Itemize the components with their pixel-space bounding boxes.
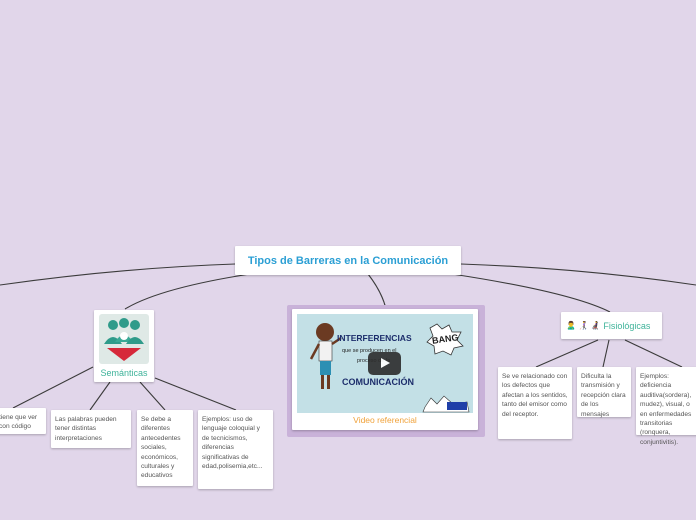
- thumb-sub: que se producen en el: [342, 348, 397, 354]
- play-button-icon[interactable]: [368, 352, 401, 375]
- fisiologicas-note-3-text: Ejemplos: deficiencia auditiva(sordera),…: [640, 373, 692, 446]
- semanticas-topic[interactable]: Semánticas: [94, 310, 154, 382]
- link-fis-note2: [602, 339, 610, 368]
- link-sem-note4: [154, 377, 237, 411]
- link-sem-note3: [139, 381, 166, 411]
- semanticas-note-2[interactable]: Las palabras pueden tener distintas inte…: [51, 410, 131, 448]
- semanticas-note-2-text: Las palabras pueden tener distintas inte…: [55, 416, 117, 442]
- fisiologicas-note-1-text: Se ve relacionado con los defectos que a…: [502, 373, 568, 418]
- video-thumbnail[interactable]: INTERFERENCIAS BANG que se producen en e…: [297, 314, 473, 413]
- semanticas-note-3-text: Se debe a diferentes antecedentes social…: [141, 416, 181, 480]
- link-root-fisiologicas: [451, 273, 611, 313]
- semanticas-label: Semánticas: [100, 368, 148, 378]
- semanticas-note-1-text: tiene que ver con código: [0, 414, 38, 431]
- root-topic[interactable]: Tipos de Barreras en la Comunicación: [235, 246, 461, 275]
- link-root-semanticas: [124, 273, 251, 310]
- video-label: Video referencial: [353, 415, 417, 425]
- link-root-video: [367, 273, 387, 310]
- link-root-left-offscreen: [0, 263, 236, 286]
- link-sem-note1: [12, 366, 94, 409]
- link-root-right-offscreen: [460, 263, 696, 286]
- semanticas-note-4-text: Ejemplos: uso de lenguaje coloquial y de…: [202, 416, 263, 471]
- bang-burst-icon: [426, 323, 464, 356]
- people-meeting-icon: [99, 314, 149, 364]
- fisiologicas-label: Fisiológicas: [603, 320, 651, 331]
- link-sem-note2: [89, 381, 111, 411]
- link-fis-note3: [624, 339, 683, 368]
- link-fis-note1: [535, 339, 599, 368]
- thumb-title-2: COMUNICACIÓN: [342, 377, 414, 387]
- thumb-title-1: INTERFERENCIAS: [337, 333, 412, 343]
- fisiologicas-note-1[interactable]: Se ve relacionado con los defectos que a…: [498, 367, 572, 439]
- fisiologicas-note-2[interactable]: Dificulta la transmisión y recepción cla…: [577, 367, 631, 418]
- video-topic[interactable]: INTERFERENCIAS BANG que se producen en e…: [292, 309, 478, 430]
- fisiologicas-note-2-text: Dificulta la transmisión y recepción cla…: [581, 373, 626, 418]
- root-title: Tipos de Barreras en la Comunicación: [247, 254, 449, 267]
- fisiologicas-topic[interactable]: 🙎‍♂️ 👩‍🦯 👩‍🦼 Fisiológicas: [561, 312, 662, 339]
- semanticas-note-1[interactable]: tiene que ver con código: [0, 408, 46, 434]
- semanticas-note-3[interactable]: Se debe a diferentes antecedentes social…: [137, 410, 193, 486]
- fisiologicas-note-3[interactable]: Ejemplos: deficiencia auditiva(sordera),…: [636, 367, 696, 446]
- semanticas-note-4[interactable]: Ejemplos: uso de lenguaje coloquial y de…: [198, 410, 273, 489]
- cartoon-figure-icon: [309, 323, 470, 413]
- fisiologicas-emoji-icons: 🙎‍♂️ 👩‍🦯 👩‍🦼: [566, 321, 601, 330]
